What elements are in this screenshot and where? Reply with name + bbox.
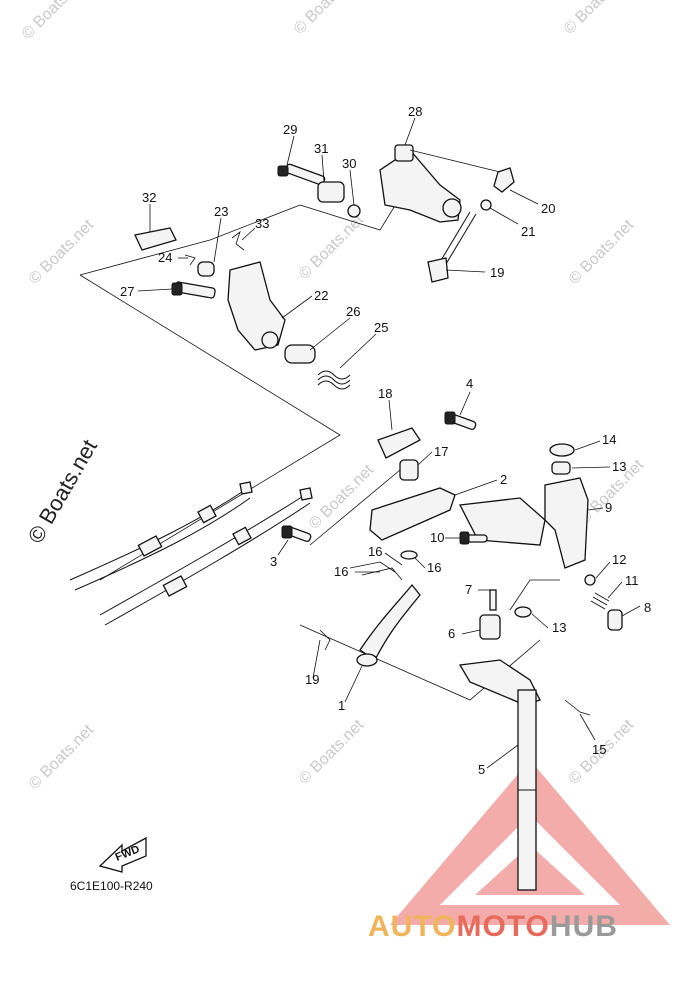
frame-lines — [79, 164, 560, 701]
callout-3: 3 — [270, 554, 277, 569]
watermark-text-large: © Boats.net — [23, 435, 102, 547]
logo-part-auto: AUTO — [368, 910, 456, 943]
callout-15: 15 — [592, 742, 606, 757]
watermark-text: © Boats.net — [306, 461, 378, 533]
callout-labels: 29 31 30 28 20 21 19 32 23 33 24 27 22 2… — [120, 104, 651, 777]
callout-20: 18 — [378, 386, 392, 401]
shift-rod-assembly — [319, 583, 591, 891]
callout-24: 22 — [314, 288, 328, 303]
callout-29: 27 — [120, 284, 134, 299]
detent-assembly — [459, 443, 623, 631]
callout-6: 6 — [448, 626, 455, 641]
watermark-text: © Boats.net — [26, 216, 98, 288]
logo-part-moto: MOTO — [456, 910, 549, 943]
callout-13a: 13 — [612, 459, 626, 474]
callout-33: 31 — [314, 141, 328, 156]
callout-16b: 16 — [334, 564, 348, 579]
watermark-text: © Boats.net — [19, 0, 91, 43]
callout-34: 32 — [142, 190, 156, 205]
automotohub-logo: AUTOMOTOHUB — [368, 910, 618, 943]
callout-8: 8 — [644, 600, 651, 615]
svg-text:AUTOMOTOHUB: AUTOMOTOHUB — [368, 910, 618, 943]
fwd-arrow-icon: FWD — [98, 836, 147, 873]
watermark-text: © Boats.net — [296, 211, 368, 283]
callout-18: 16 — [427, 560, 441, 575]
watermark-text: © Boats.net — [566, 216, 638, 288]
callout-13b: 13 — [552, 620, 566, 635]
callout-17: 17 — [434, 444, 448, 459]
callout-2: 2 — [500, 472, 507, 487]
diagram-code: 6C1E100-R240 — [70, 879, 153, 893]
callout-7: 7 — [465, 582, 472, 597]
callout-32: 30 — [342, 156, 356, 171]
watermarks: © Boats.net © Boats.net © Boats.net © Bo… — [19, 0, 648, 793]
watermark-text: © Boats.net — [561, 0, 633, 38]
logo-part-hub: HUB — [550, 910, 618, 943]
watermark-text: © Boats.net — [291, 0, 363, 38]
callout-28: 26 — [346, 304, 360, 319]
shift-arm-assembly — [281, 411, 546, 581]
callout-26: 24 — [158, 250, 172, 265]
callout-1: 1 — [338, 698, 345, 713]
callout-31: 29 — [283, 122, 297, 137]
control-cables — [69, 481, 313, 626]
callout-10: 10 — [430, 530, 444, 545]
callout-14: 14 — [602, 432, 616, 447]
lever-assembly — [134, 227, 351, 390]
watermark-text: © Boats.net — [296, 716, 368, 788]
callout-5: 5 — [478, 762, 485, 777]
callout-23: 21 — [521, 224, 535, 239]
callout-4: 4 — [466, 376, 473, 391]
callout-9: 9 — [605, 500, 612, 515]
callout-21: 19 — [490, 265, 504, 280]
callout-22: 20 — [541, 201, 555, 216]
callout-27: 25 — [374, 320, 388, 335]
callout-12: 12 — [612, 552, 626, 567]
callout-16a: 16 — [368, 544, 382, 559]
watermark-text: © Boats.net — [26, 721, 98, 793]
leader-lines — [137, 117, 641, 769]
callout-30: 28 — [408, 104, 422, 119]
callout-19: 19 — [305, 672, 319, 687]
callout-25: 23 — [214, 204, 228, 219]
callout-35: 33 — [255, 216, 269, 231]
callout-11: 11 — [625, 573, 639, 588]
shift-bracket-assembly — [277, 144, 515, 283]
